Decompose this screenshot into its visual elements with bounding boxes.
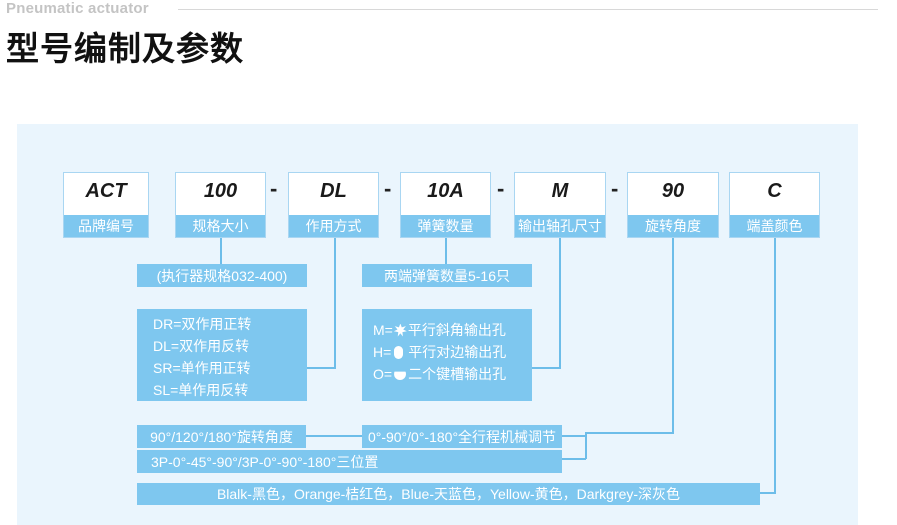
- code-label: 弹簧数量: [401, 215, 490, 237]
- shaft-text: 平行斜角输出孔: [407, 322, 506, 338]
- code-label: 作用方式: [289, 215, 378, 237]
- code-box-angle: 90 旋转角度: [627, 172, 719, 238]
- action-type-item: SR=单作用正转: [153, 360, 251, 376]
- shaft-text: 平行对边输出孔: [408, 344, 507, 360]
- code-value: ACT: [85, 179, 127, 202]
- code-value: C: [767, 179, 782, 202]
- separator-dash: -: [611, 176, 619, 201]
- connector-line: [220, 238, 222, 264]
- shaft-hole-item-m: M= 平行斜角输出孔: [373, 319, 532, 341]
- code-box-shaft: M 输出轴孔尺寸: [514, 172, 606, 238]
- connector-line: [672, 238, 674, 433]
- code-label: 端盖颜色: [730, 215, 819, 237]
- shaft-prefix: O=: [373, 366, 393, 382]
- connector-line: [562, 458, 586, 460]
- code-box-size: 100 规格大小: [175, 172, 266, 238]
- code-value: DL: [320, 179, 347, 202]
- positions-box: 3P-0°-45°-90°/3P-0°-90°-180°三位置: [137, 450, 562, 473]
- connector-line: [531, 367, 561, 369]
- separator-dash: -: [384, 176, 392, 201]
- code-box-color: C 端盖颜色: [729, 172, 820, 238]
- code-label: 品牌编号: [64, 215, 148, 237]
- code-value: 90: [661, 179, 685, 202]
- shaft-prefix: M=: [373, 322, 393, 338]
- adjust-box: 0°-90°/0°-180°全行程机械调节: [362, 425, 562, 448]
- connector-line: [562, 435, 586, 437]
- connector-line: [306, 435, 362, 437]
- separator-dash: -: [497, 176, 505, 201]
- shaft-prefix: H=: [373, 344, 392, 360]
- code-label: 输出轴孔尺寸: [515, 215, 605, 237]
- subtitle: Pneumatic actuator: [6, 0, 149, 17]
- connector-line: [306, 367, 336, 369]
- connector-line: [774, 238, 776, 494]
- subtitle-rule: [178, 9, 878, 10]
- action-type-item: DR=双作用正转: [153, 316, 252, 332]
- code-box-brand: ACT 品牌编号: [63, 172, 149, 238]
- connector-line: [334, 238, 336, 368]
- shaft-hole-item-h: H= 平行对边输出孔: [373, 341, 532, 363]
- shaft-text: 二个键槽输出孔: [408, 366, 507, 382]
- pill-icon: [394, 345, 404, 359]
- code-box-spring: 10A 弹簧数量: [400, 172, 491, 238]
- shaft-hole-item-o: O= 二个键槽输出孔: [373, 363, 532, 385]
- code-label: 旋转角度: [628, 215, 718, 237]
- shaft-hole-box: M= 平行斜角输出孔 H= 平行对边输出孔 O= 二个键槽输出孔: [362, 309, 532, 401]
- star-icon: [393, 323, 407, 337]
- code-value: 100: [203, 179, 238, 202]
- code-value: 10A: [427, 179, 464, 202]
- action-types-box: DR=双作用正转 DL=双作用反转 SR=单作用正转 SL=单作用反转: [137, 309, 307, 401]
- connector-line: [559, 238, 561, 368]
- colors-box: Blalk-黑色，Orange-桔红色，Blue-天蓝色，Yellow-黄色，D…: [137, 483, 760, 505]
- action-type-item: DL=双作用反转: [153, 338, 250, 354]
- connector-line: [585, 432, 587, 459]
- code-box-action: DL 作用方式: [288, 172, 379, 238]
- connector-line: [445, 238, 447, 264]
- code-value: M: [551, 179, 569, 202]
- code-label: 规格大小: [176, 215, 265, 237]
- connector-line: [760, 492, 776, 494]
- action-type-item: SL=单作用反转: [153, 382, 249, 398]
- size-range-box: (执行器规格032-400): [137, 264, 307, 287]
- connector-line: [586, 432, 674, 434]
- page-title: 型号编制及参数: [6, 30, 244, 67]
- separator-dash: -: [270, 176, 278, 201]
- angles-box: 90°/120°/180°旋转角度: [137, 425, 306, 448]
- half-circle-icon: [394, 371, 407, 380]
- spring-range-box: 两端弹簧数量5-16只: [362, 264, 532, 287]
